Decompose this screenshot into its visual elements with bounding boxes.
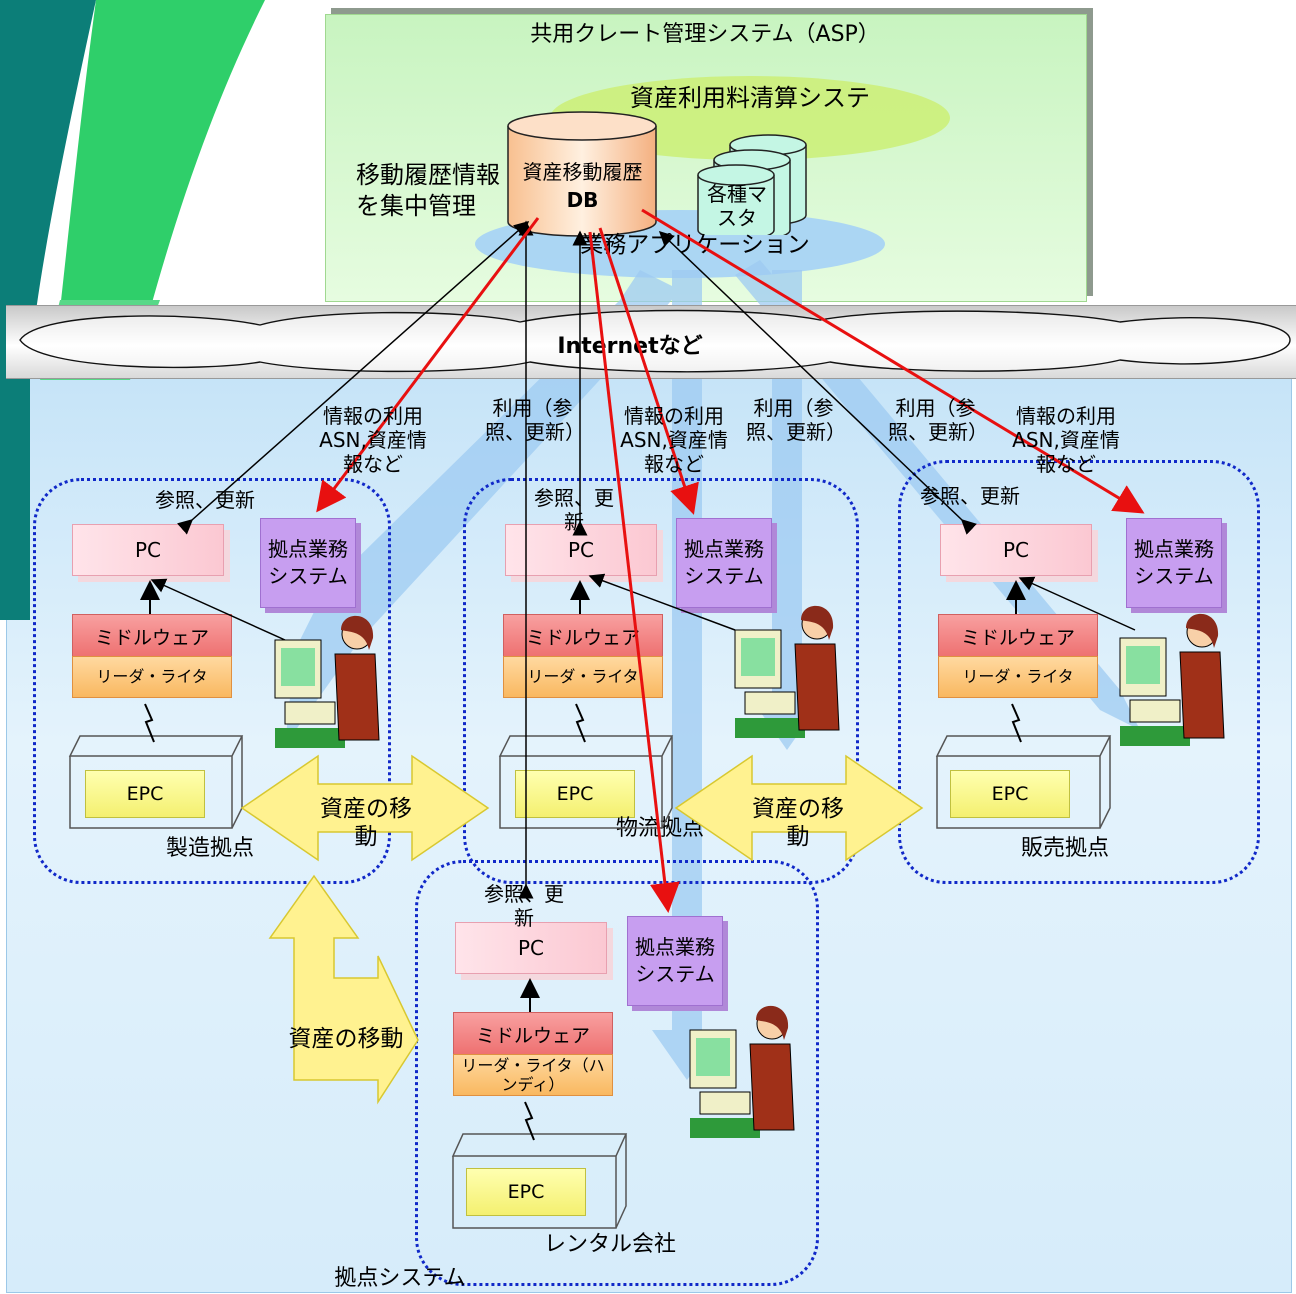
site-name-manufacturing: 製造拠点 xyxy=(165,836,254,861)
pc-box-retail: PC xyxy=(940,524,1092,576)
db-label-line1: 資産移動履歴 xyxy=(522,160,643,184)
asset-movement-label-vertical: 資産の移動 xyxy=(288,1026,404,1052)
info-use-label-right: 情報の利用ASN,資産情報など xyxy=(1012,404,1120,476)
reader-writer-box-manufacturing: リーダ・ライタ xyxy=(72,656,232,698)
asp-title: 共用クレート管理システム（ASP） xyxy=(530,22,880,47)
epc-tag-retail: EPC xyxy=(950,770,1070,818)
epc-tag-rental: EPC xyxy=(466,1168,586,1216)
reader-writer-box-retail: リーダ・ライタ xyxy=(938,656,1098,698)
site-name-retail: 販売拠点 xyxy=(1020,836,1109,861)
use-label-mid2: 利用（参照、更新） xyxy=(746,396,846,444)
db-label-line2: DB xyxy=(566,188,599,212)
master-db-label: 各種マスタ xyxy=(707,182,767,230)
movement-arrow-shapes xyxy=(240,754,924,1105)
reader-writer-box-rental: リーダ・ライタ（ハンディ） xyxy=(453,1054,613,1096)
epc-tag-logistics: EPC xyxy=(515,770,635,818)
operator-icons xyxy=(274,605,1225,1138)
middleware-box-retail: ミドルウェア xyxy=(938,614,1098,658)
pc-box-rental: PC xyxy=(455,922,607,974)
epc-tag-manufacturing: EPC xyxy=(85,770,205,818)
use-label-mid: 利用（参照、更新） xyxy=(485,396,585,444)
site-boundary-retail xyxy=(898,460,1260,884)
middleware-box-rental: ミドルウェア xyxy=(453,1012,613,1056)
asset-movement-label-right: 資産の移動 xyxy=(752,796,844,850)
info-use-label-mid: 情報の利用ASN,資産情報など xyxy=(620,404,728,476)
site-system-box-rental: 拠点業務システム xyxy=(627,916,723,1006)
site-name-rental: レンタル会社 xyxy=(543,1232,676,1257)
info-use-label-left: 情報の利用ASN,資産情報など xyxy=(319,404,427,476)
use-label-right: 利用（参照、更新） xyxy=(888,396,988,444)
asset-history-db-cylinder xyxy=(507,111,657,237)
pc-box-manufacturing: PC xyxy=(72,524,224,576)
central-mgmt-label: 移動履歴情報を集中管理 xyxy=(356,161,500,221)
middleware-box-manufacturing: ミドルウェア xyxy=(72,614,232,658)
site-boundary-rental xyxy=(415,860,819,1286)
site-system-box-retail: 拠点業務システム xyxy=(1126,518,1222,608)
asset-movement-label-left: 資産の移動 xyxy=(320,796,412,850)
base-system-footer-label: 拠点システム xyxy=(334,1266,466,1291)
